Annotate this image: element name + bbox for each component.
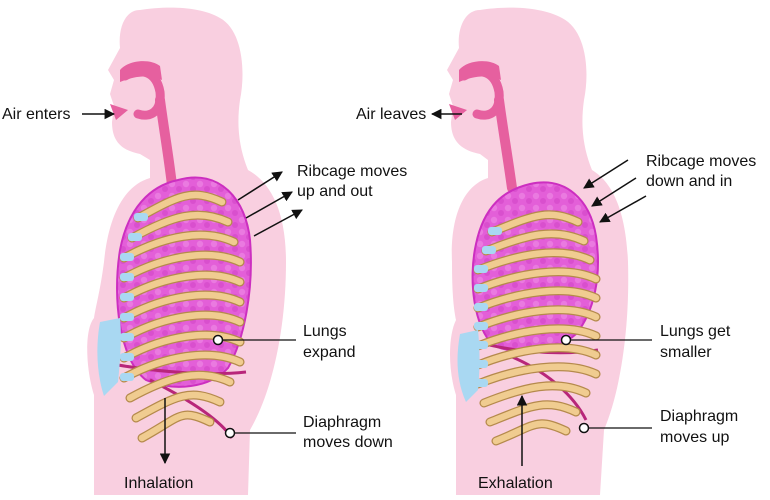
ribcage-arrow-2 [591, 177, 637, 207]
rib [120, 291, 244, 322]
diaphragm-label-line2: moves down [303, 434, 393, 451]
ribcage-arrow-1 [583, 159, 629, 189]
lungs-label-line2: expand [303, 344, 356, 361]
rib [120, 311, 244, 342]
rib [134, 191, 226, 222]
costal-cartilage [120, 313, 134, 321]
ribcage-arrow-1 [237, 171, 283, 201]
costal-cartilage [120, 293, 134, 301]
rib [120, 331, 244, 362]
trachea [494, 95, 517, 193]
costal-cartilage [474, 322, 488, 330]
rib [120, 271, 244, 302]
costal-cartilage [474, 303, 488, 311]
costal-cartilage [120, 353, 134, 361]
lungs-label-line1: Lungs get [660, 323, 731, 340]
sternum-cartilage [97, 318, 121, 396]
ribcage-arrow-2 [245, 191, 293, 219]
diaphragm-label-line2: moves up [660, 429, 730, 446]
costal-cartilage [134, 213, 148, 221]
rib [120, 251, 244, 282]
ribcage-label-line1: Ribcage moves [646, 153, 757, 170]
lungs-pointer-dot [212, 334, 224, 346]
ribcage-label-line1: Ribcage moves [297, 163, 408, 180]
costal-cartilage [120, 333, 134, 341]
inhalation-figure [82, 7, 303, 495]
rib [474, 325, 600, 350]
ribcage [473, 210, 601, 446]
diaphragm-label-line1: Diaphragm [303, 414, 382, 431]
rib [128, 211, 232, 242]
costal-cartilage [488, 227, 502, 235]
rib [474, 344, 600, 369]
inhalation-caption: Inhalation [124, 475, 194, 492]
ribcage-label-line2: up and out [297, 183, 373, 200]
nasal-cavity [459, 61, 501, 82]
costal-cartilage [120, 373, 134, 381]
rib [486, 401, 580, 426]
ribcage-arrow-3 [253, 209, 303, 237]
ribcage-label-line2: down and in [646, 173, 733, 190]
costal-cartilage [120, 253, 134, 261]
rib [138, 411, 214, 442]
rib [474, 249, 594, 274]
diaphragm-label-line1: Diaphragm [660, 408, 739, 425]
costal-cartilage [482, 246, 496, 254]
lungs-label-line2: smaller [660, 344, 712, 361]
exhalation-figure [430, 7, 652, 495]
costal-cartilage [474, 284, 488, 292]
costal-cartilage [128, 233, 142, 241]
rib [120, 351, 244, 382]
diaphragm-pointer-dot [578, 422, 590, 434]
lungs-label-line1: Lungs [303, 323, 347, 340]
rib [482, 230, 588, 255]
lungs-pointer-dot [560, 334, 572, 346]
nasal-cavity [120, 61, 162, 82]
rib [488, 211, 582, 236]
rib [474, 268, 600, 293]
ribcage [119, 190, 245, 443]
air-enters-label: Air enters [2, 106, 71, 123]
trachea [155, 95, 177, 190]
ribcage-arrow-3 [599, 195, 647, 223]
costal-cartilage [474, 265, 488, 273]
rib [474, 363, 600, 388]
mouth [449, 104, 467, 120]
diaphragm-pointer-dot [224, 427, 236, 439]
rib [492, 420, 570, 445]
rib [126, 371, 234, 402]
rib [132, 391, 224, 422]
rib [480, 382, 590, 407]
rib [120, 231, 238, 262]
air-leaves-label: Air leaves [356, 106, 427, 123]
costal-cartilage [120, 273, 134, 281]
rib [474, 306, 600, 331]
rib [474, 287, 600, 312]
sternum-cartilage [457, 330, 480, 402]
exhalation-caption: Exhalation [478, 475, 553, 492]
